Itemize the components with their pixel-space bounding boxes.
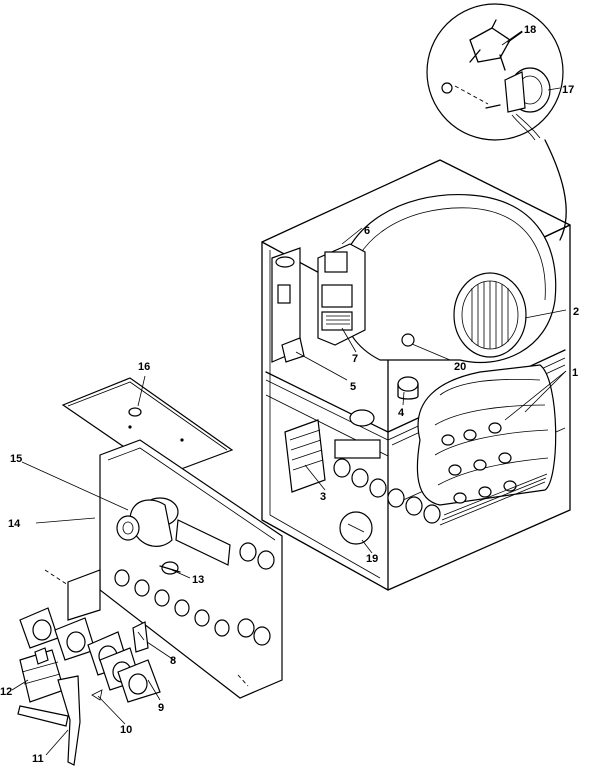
pressure-switch — [401, 333, 415, 347]
leader-lines — [11, 30, 567, 756]
callout-18: 18 — [524, 24, 536, 36]
callout-6: 6 — [364, 225, 370, 237]
rollout-switch — [339, 511, 373, 545]
ignitor — [132, 621, 149, 653]
callout-20: 20 — [454, 361, 466, 373]
inset-detail — [426, 3, 564, 141]
callout-7: 7 — [352, 353, 358, 365]
callout-11: 11 — [32, 753, 44, 765]
heat-exchanger — [416, 364, 557, 526]
callout-15: 15 — [10, 453, 22, 465]
gas-manifold-pipe — [17, 675, 103, 766]
gas-valve — [19, 647, 65, 703]
callout-16: 16 — [138, 361, 150, 373]
callout-8: 8 — [170, 655, 176, 667]
panel-port-holes — [114, 542, 275, 646]
callout-2: 2 — [573, 306, 579, 318]
callout-1: 1 — [572, 367, 578, 379]
callout-10: 10 — [120, 724, 132, 736]
heat-exchanger-ports — [441, 422, 517, 504]
callout-5: 5 — [350, 381, 356, 393]
junction-box — [284, 419, 326, 493]
callout-12: 12 — [0, 686, 12, 698]
blower-wheel-blades — [471, 281, 509, 349]
inducer-blower — [116, 497, 231, 566]
callout-17: 17 — [562, 84, 574, 96]
control-board-assembly — [271, 243, 366, 363]
shelf-opening — [349, 409, 375, 427]
callout-13: 13 — [192, 574, 204, 586]
limit-switch — [397, 376, 419, 400]
burner-openings — [333, 439, 441, 524]
callout-19: 19 — [366, 553, 378, 565]
callout-9: 9 — [158, 702, 164, 714]
callout-14: 14 — [8, 518, 21, 530]
burner-row — [19, 607, 161, 703]
burner-cover-plate — [61, 377, 234, 476]
callout-3: 3 — [320, 491, 326, 503]
inset-leader-wire — [544, 139, 567, 241]
callout-labels: 1 2 3 4 5 6 7 8 9 10 11 12 13 14 15 16 1… — [0, 24, 579, 765]
lower-bracket — [44, 569, 249, 687]
callout-4: 4 — [398, 407, 405, 419]
blower-housing — [338, 193, 557, 364]
